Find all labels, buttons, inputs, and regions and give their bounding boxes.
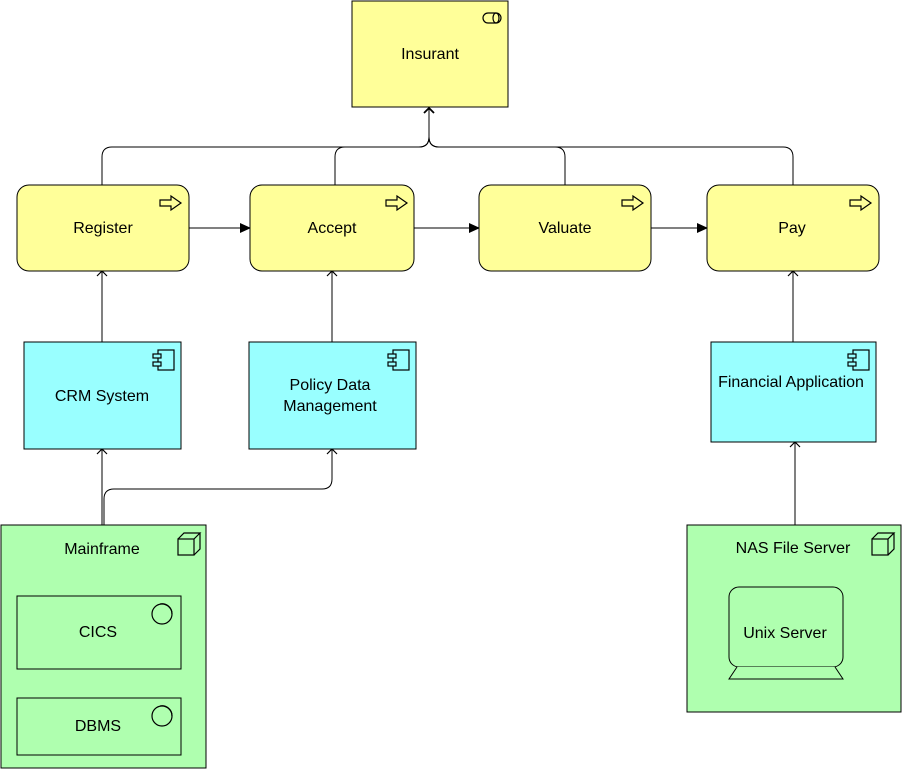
process-register[interactable]: Register [16,184,190,272]
insurant-label: Insurant [401,46,459,63]
system-software-label: DBMS [75,718,121,735]
node-cube-icon [177,532,202,556]
system-software-label: CICS [79,624,117,641]
process-valuate[interactable]: Valuate [478,184,652,272]
connector-accept-insurant[interactable] [334,108,430,185]
device-unix-server[interactable]: Unix Server [728,586,844,680]
system-software-dbms[interactable]: DBMS [16,697,182,756]
node-cube-icon [871,532,896,556]
app-label: Financial Application [718,374,864,391]
process-arrow-icon [385,194,409,212]
role-icon [482,12,502,24]
node-mainframe[interactable]: Mainframe CICS DBMS [0,524,207,769]
node-nas-file-server[interactable]: NAS File Server Unix Server [686,524,902,713]
process-label: Valuate [538,220,591,237]
process-label: Register [73,220,133,237]
app-label-line2: Management [283,398,377,415]
connector-pay-insurant[interactable] [428,108,794,185]
process-label: Pay [778,220,806,237]
device-icon [728,666,844,680]
app-label-line1: Policy Data [290,377,371,394]
component-icon [387,349,410,371]
process-arrow-icon [621,194,645,212]
insurant-role[interactable]: Insurant [351,0,509,108]
process-arrow-icon [849,194,873,212]
app-label: CRM System [55,388,149,405]
app-financial-application[interactable]: Financial Application [710,341,877,443]
component-icon [152,349,175,371]
process-accept[interactable]: Accept [249,184,415,272]
process-label: Accept [308,220,357,237]
system-software-icon [151,705,173,727]
process-arrow-icon [159,194,183,212]
component-icon [847,349,870,371]
app-policy-data-management[interactable]: Policy Data Management [248,341,417,450]
connectors [96,106,801,525]
device-label: Unix Server [743,625,827,642]
system-software-cics[interactable]: CICS [16,595,182,670]
node-label: Mainframe [64,541,140,558]
process-pay[interactable]: Pay [706,184,880,272]
connector-mainframe-policy[interactable] [103,448,338,525]
app-crm-system[interactable]: CRM System [23,341,182,450]
node-label: NAS File Server [736,540,851,557]
system-software-icon [151,603,173,625]
